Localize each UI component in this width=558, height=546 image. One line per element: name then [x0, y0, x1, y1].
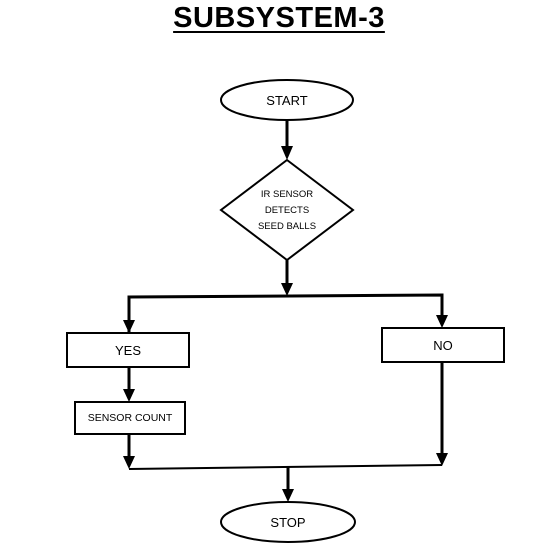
arrowhead-start-decision: [281, 146, 293, 160]
arrowhead-decision-split: [281, 283, 293, 296]
arrowhead-merge-stop: [282, 489, 294, 502]
decision-label-line-1: IR SENSOR: [261, 189, 313, 200]
arrowhead-to-no: [436, 315, 448, 328]
edge-split-branches: [127, 293, 444, 335]
arrowhead-yes-count: [123, 389, 135, 402]
arrowhead-no-merge: [436, 453, 448, 466]
stop-label: STOP: [270, 515, 305, 530]
sensor-count-label: SENSOR COUNT: [88, 412, 173, 424]
yes-label: YES: [115, 343, 141, 358]
yes-node: [66, 332, 190, 368]
edge-merge-line: [128, 464, 443, 470]
stop-node: [220, 501, 356, 543]
decision-label-line-3: SEED BALLS: [258, 221, 316, 232]
decision-label-line-2: DETECTS: [265, 205, 309, 216]
start-node: [220, 79, 354, 121]
arrowhead-count-merge: [123, 456, 135, 469]
diagram-title: SUBSYSTEM-3: [173, 2, 385, 34]
start-label: START: [266, 93, 307, 108]
no-label: NO: [433, 338, 453, 353]
sensor-count-node: [74, 401, 186, 435]
arrowhead-to-yes: [123, 320, 135, 333]
